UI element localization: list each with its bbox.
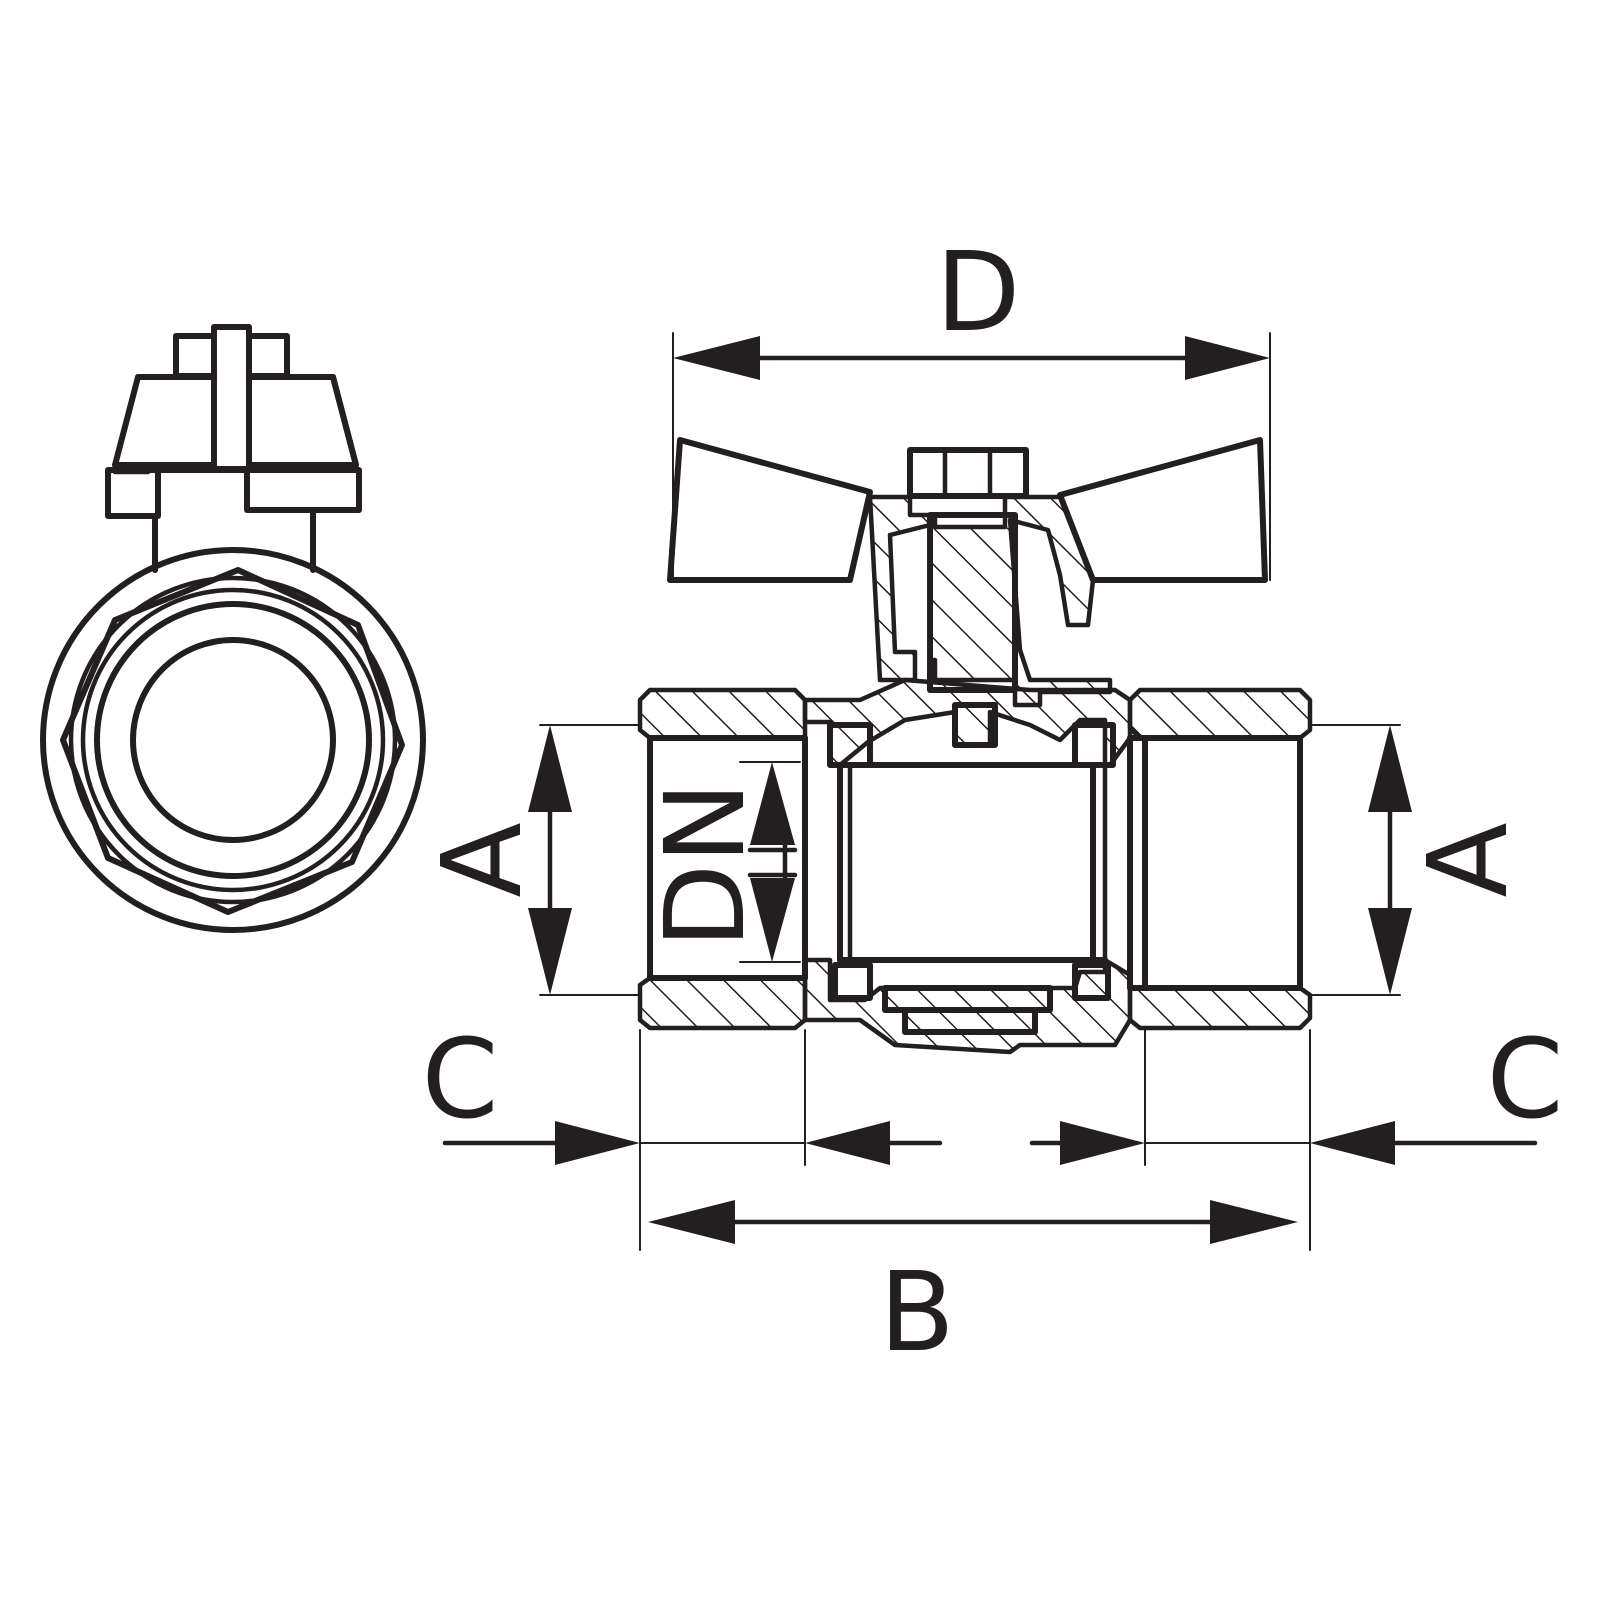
- arrow-a-right-top: [1368, 725, 1412, 812]
- label-a-right: A: [1404, 822, 1532, 897]
- left-end-wall-bottom: [637, 975, 808, 1031]
- dimension-a-left: A: [418, 724, 641, 996]
- stem-nut: [907, 447, 1029, 499]
- arrow-c-right-in: [1060, 1121, 1145, 1165]
- arrow-dn-top: [750, 762, 795, 845]
- ball-slot-lower: [902, 1007, 1038, 1035]
- label-a-left: A: [418, 822, 546, 897]
- arrow-a-right-bottom: [1368, 908, 1412, 995]
- label-dn: DN: [641, 782, 769, 949]
- right-end-wall-top: [1127, 687, 1313, 741]
- arrow-c-left-out: [805, 1121, 890, 1165]
- end-view: [40, 324, 426, 933]
- handle-wing-left: [667, 437, 873, 583]
- handle-hub: [867, 494, 1113, 708]
- end-view-handle: [105, 324, 362, 573]
- arrow-c-left-in: [555, 1121, 640, 1165]
- thread-ring-1: [68, 575, 398, 905]
- left-end-wall-top: [637, 687, 808, 741]
- arrow-b-left: [648, 1200, 735, 1244]
- section-view: D A A DN: [418, 228, 1563, 1376]
- arrow-c-right-out: [1310, 1121, 1395, 1165]
- label-d: D: [936, 228, 1021, 356]
- seat-bottom-left: [832, 962, 873, 1001]
- dimension-b: B: [648, 1200, 1298, 1376]
- label-c-right: C: [1487, 1015, 1564, 1143]
- dimension-a-right: A: [1309, 724, 1532, 996]
- arrow-a-left-bottom: [528, 908, 572, 995]
- hex-nut: [60, 567, 405, 915]
- thread-ring-2: [80, 587, 386, 893]
- stem-nut-left: [173, 333, 217, 379]
- bore-circle: [130, 637, 336, 843]
- handle-top: [112, 374, 359, 468]
- bore-outline: [647, 735, 1303, 991]
- dimension-c-left: C: [422, 1015, 943, 1251]
- arrow-a-left-top: [528, 725, 572, 812]
- outer-body-circle: [40, 547, 426, 933]
- handle-block-left: [105, 467, 161, 519]
- label-c-left: C: [422, 1015, 499, 1143]
- handle-wing-right: [1057, 437, 1268, 583]
- arrow-dn-bottom: [750, 878, 795, 962]
- handle-block-right: [244, 467, 362, 513]
- stem-cap: [211, 324, 252, 472]
- end-view-body: [40, 547, 426, 933]
- arrow-d-left: [673, 336, 760, 380]
- seat-bottom-right: [1072, 962, 1111, 1001]
- right-end-wall-bottom: [1127, 985, 1313, 1031]
- arrow-d-right: [1185, 336, 1270, 380]
- arrow-b-right: [1210, 1200, 1298, 1244]
- dimension-dn: DN: [641, 761, 801, 963]
- label-b: B: [879, 1248, 954, 1376]
- body-wall-bottom: [802, 957, 1133, 1055]
- dimension-d: D: [672, 228, 1271, 581]
- thread-ring-3: [94, 601, 372, 879]
- stem-nut-right: [246, 333, 290, 379]
- dimension-c-right: C: [1029, 1015, 1564, 1251]
